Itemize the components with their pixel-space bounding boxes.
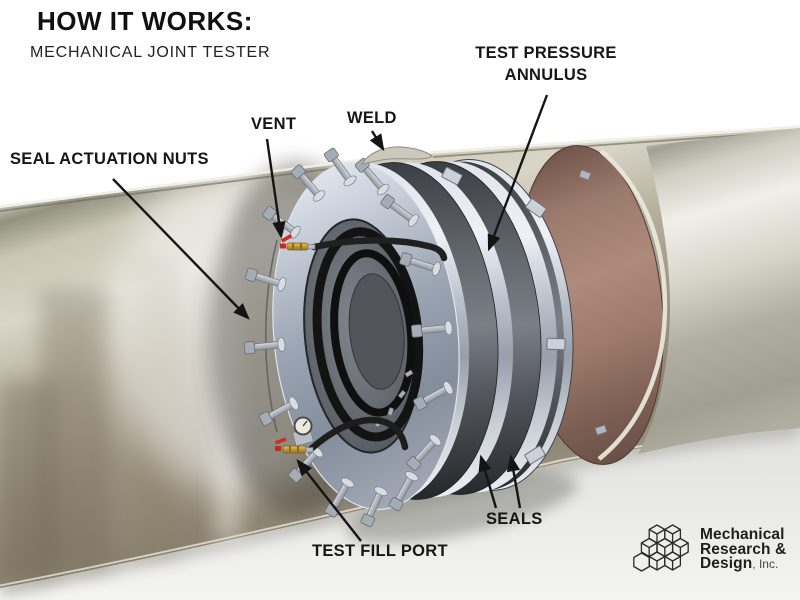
flange-opening — [303, 218, 424, 454]
bare-band-rim-highlight — [597, 149, 668, 461]
fill-valve-handle — [274, 437, 287, 445]
logo-line1: Mechanical — [700, 526, 785, 543]
hexagon-cluster-logo-icon — [633, 524, 689, 572]
inner-seal-ring-inner — [330, 249, 416, 417]
tester-floor-shadow — [346, 472, 578, 544]
arrow-seals-rear — [506, 454, 522, 509]
arrow-seal-actuation-nuts — [112, 178, 250, 320]
pipe-right-section — [638, 128, 800, 454]
vent-hose — [310, 237, 448, 262]
label-seal-actuation-nuts: SEAL ACTUATION NUTS — [10, 150, 209, 168]
page-subtitle: MECHANICAL JOINT TESTER — [30, 44, 271, 61]
fill-port-assembly — [274, 416, 409, 454]
vent-valve-handle — [281, 234, 293, 243]
clamp-bracket — [546, 337, 566, 351]
label-test-pressure-annulus: TEST PRESSURE ANNULUS — [458, 42, 634, 86]
label-test-fill-port: TEST FILL PORT — [312, 542, 448, 560]
rim-nub — [594, 424, 608, 436]
pipe-bore — [348, 273, 405, 390]
label-weld: WELD — [347, 109, 397, 127]
arrow-seals-front — [478, 454, 498, 509]
label-test-pressure-annulus-line2: ANNULUS — [504, 66, 588, 84]
arrow-test-fill-port — [296, 459, 362, 542]
logo-suffix: , Inc. — [752, 557, 779, 571]
vent-valve-body — [286, 242, 309, 251]
callout-arrows — [112, 94, 549, 542]
label-vent: VENT — [251, 115, 297, 133]
label-seals: SEALS — [486, 510, 543, 528]
fill-valve-body — [282, 445, 307, 454]
company-logo: Mechanical Research & Design, Inc. — [633, 524, 786, 576]
company-logo-text: Mechanical Research & Design, Inc. — [700, 526, 787, 572]
fill-hose — [307, 416, 409, 453]
logo-line3: Design, Inc. — [700, 555, 786, 572]
gauge-needle — [302, 420, 308, 427]
arrow-weld — [369, 130, 385, 152]
logo-line3-bold: Design — [700, 555, 753, 572]
weld-bead — [360, 146, 433, 165]
rim-nub — [578, 169, 592, 181]
label-test-pressure-annulus-line1: TEST PRESSURE — [475, 44, 617, 62]
logo-line2: Research & — [700, 540, 787, 558]
arrow-test-pressure-annulus — [487, 94, 549, 252]
pipe-top-rim — [0, 125, 800, 208]
vent-valve-tip — [280, 243, 286, 249]
fill-valve-tip — [275, 446, 281, 451]
vent-valve-assembly — [280, 234, 448, 262]
page-title: HOW IT WORKS: — [37, 6, 253, 36]
retaining-ring-wire — [265, 239, 278, 433]
arrow-vent — [265, 138, 286, 239]
